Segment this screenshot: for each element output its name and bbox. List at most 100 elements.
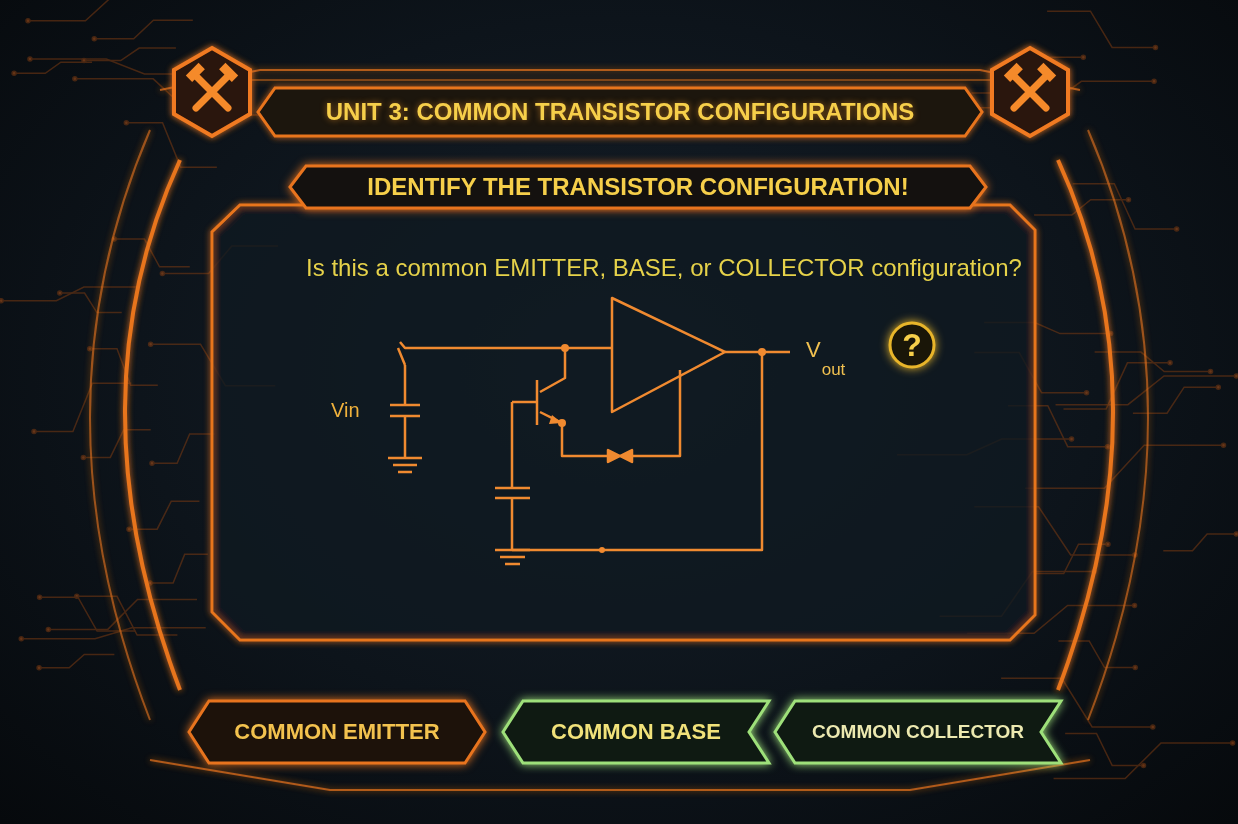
svg-path (196, 76, 228, 108)
svg-path (512, 352, 762, 550)
svg-path (512, 401, 537, 404)
svg-circle (1175, 227, 1179, 231)
svg-path (612, 298, 725, 412)
svg-circle (561, 344, 569, 352)
svg-path (77, 596, 178, 635)
svg-rect (186, 63, 205, 82)
answer-button: COMMON BASE (501, 699, 771, 765)
svg-circle (1085, 391, 1089, 395)
svg-circle (149, 342, 153, 346)
svg-circle (12, 71, 16, 75)
svg-path (495, 402, 530, 550)
node-text: COMMON BASE (551, 719, 721, 745)
svg-g (174, 48, 1068, 136)
svg-circle (124, 121, 128, 125)
svg-path (1, 287, 139, 301)
svg-circle (73, 77, 77, 81)
svg-circle (37, 666, 41, 670)
signal-subscript: out (822, 360, 846, 380)
svg-path (540, 348, 565, 392)
screen-title: UNIT 3: COMMON TRANSISTOR CONFIGURATIONS (326, 98, 914, 126)
svg-path (1014, 76, 1046, 108)
svg-path (495, 550, 530, 564)
svg-path (129, 501, 199, 529)
svg-path (1163, 534, 1236, 551)
svg-path (562, 370, 680, 456)
svg-path (1025, 445, 1223, 488)
svg-circle (1151, 725, 1155, 729)
circuit-schematic (388, 298, 790, 564)
svg-circle (160, 271, 164, 275)
node-shape (290, 166, 986, 208)
svg-path (258, 88, 982, 136)
svg-circle (758, 348, 766, 356)
svg-path (114, 239, 190, 267)
svg-circle (88, 347, 92, 351)
question-banner: IDENTIFY THE TRANSISTOR CONFIGURATION! (288, 164, 988, 210)
svg-circle (1222, 443, 1226, 447)
svg-path (14, 62, 92, 73)
svg-path (90, 130, 150, 720)
svg-circle (1106, 445, 1110, 449)
svg-rect (1037, 63, 1056, 82)
svg-path (250, 79, 990, 81)
svg-path (390, 365, 420, 458)
svg-path (48, 599, 197, 629)
svg-path (34, 383, 131, 431)
svg-circle (1126, 198, 1130, 202)
svg-circle (0, 299, 3, 303)
svg-circle (26, 19, 30, 23)
svg-circle (1209, 370, 1213, 374)
node-text: IDENTIFY THE TRANSISTOR CONFIGURATION! (367, 173, 908, 201)
node-shape (890, 323, 934, 367)
answer-button: COMMON COLLECTOR (773, 699, 1063, 765)
svg-circle (1168, 361, 1172, 365)
svg-path (39, 655, 114, 668)
svg-g (90, 70, 1148, 790)
svg-g (186, 63, 1056, 82)
svg-path (60, 293, 122, 313)
svg-path (608, 450, 632, 462)
svg-path (174, 48, 250, 136)
svg-circle (150, 461, 154, 465)
svg-path (152, 434, 215, 463)
node-shape (189, 701, 485, 763)
svg-circle (1142, 763, 1146, 767)
svg-path (398, 342, 612, 365)
svg-path (1063, 363, 1170, 409)
svg-path (1058, 160, 1113, 690)
svg-circle (127, 527, 131, 531)
svg-path (1088, 130, 1148, 720)
svg-path (1047, 11, 1155, 47)
svg-circle (38, 595, 42, 599)
svg-circle (92, 37, 96, 41)
svg-circle (1070, 437, 1074, 441)
svg-circle (81, 455, 85, 459)
svg-circle (1234, 532, 1238, 536)
node-text: COMMON COLLECTOR (812, 721, 1024, 743)
svg-path (28, 0, 172, 21)
node-text: ? (902, 327, 922, 364)
svg-path (40, 597, 136, 631)
svg-circle (1231, 741, 1235, 745)
signal-name: Vin (331, 399, 360, 422)
svg-path (549, 415, 562, 424)
svg-path (90, 349, 158, 385)
svg-path (83, 430, 150, 458)
answer-button: COMMON EMITTER (187, 699, 487, 765)
svg-path (150, 554, 208, 583)
svg-path (94, 20, 193, 39)
svg-circle (1153, 45, 1157, 49)
svg-circle (1152, 79, 1156, 83)
svg-circle (1106, 542, 1110, 546)
svg-path (84, 48, 176, 61)
svg-path (388, 458, 422, 472)
hint-badge: ? (888, 321, 936, 369)
question-text: Is this a common EMITTER, BASE, or COLLE… (306, 254, 1022, 282)
svg-path (125, 160, 180, 690)
svg-circle (1133, 666, 1137, 670)
svg-path (540, 412, 562, 423)
svg-rect (1004, 63, 1023, 82)
svg-circle (32, 430, 36, 434)
svg-circle (58, 291, 62, 295)
